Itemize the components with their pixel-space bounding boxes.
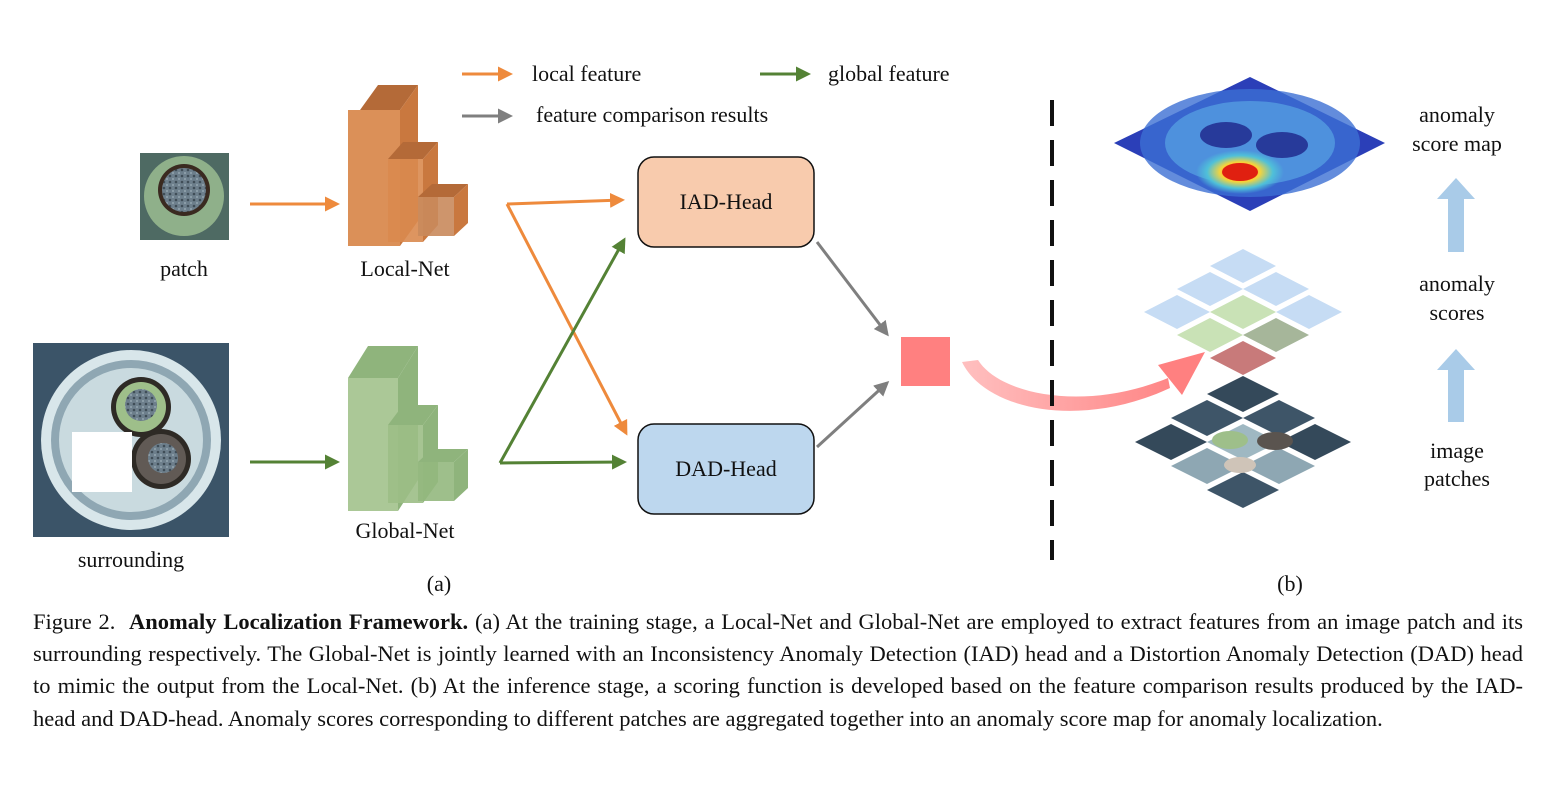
local-net-blocks [348, 85, 468, 246]
anomaly-scores-label-line1: anomaly [1419, 271, 1495, 296]
iad-to-result-arrow [815, 241, 889, 337]
caption-body: (a) At the training stage, a Local-Net a… [33, 609, 1523, 731]
figure-caption: Figure 2. Anomaly Localization Framework… [33, 606, 1523, 735]
score-cell [1243, 318, 1309, 352]
score-cell [1243, 272, 1309, 306]
result-to-scores-curve [962, 352, 1205, 411]
feature-routing-arrows [498, 192, 628, 470]
anomaly-score-map-label-line2: score map [1412, 131, 1502, 156]
iad-head-label: IAD-Head [680, 189, 773, 214]
score-cell [1144, 295, 1210, 329]
dad-head-label: DAD-Head [675, 456, 776, 481]
legend-global-label: global feature [828, 61, 950, 86]
comparison-result-square [901, 337, 950, 386]
global-net-blocks [348, 346, 468, 511]
score-cell [1210, 249, 1276, 283]
local-net-label: Local-Net [360, 256, 449, 281]
up-arrow-to-scores [1437, 349, 1475, 422]
iad-head-box [637, 156, 815, 248]
global-to-dad-arrow [499, 454, 627, 470]
local-to-iad-arrow [506, 192, 625, 208]
caption-prefix: Figure 2. [33, 609, 116, 634]
legend-local-label: local feature [532, 61, 641, 86]
patch-label: patch [160, 256, 208, 281]
up-arrow-to-map [1437, 178, 1475, 252]
score-cell [1210, 295, 1276, 329]
score-cell [1177, 318, 1243, 352]
surrounding-image [33, 343, 229, 537]
legend-comparison-label: feature comparison results [536, 102, 768, 127]
global-net-label: Global-Net [356, 518, 455, 543]
surrounding-label: surrounding [78, 547, 184, 572]
caption-title: Anomaly Localization Framework. [129, 609, 469, 634]
anomaly-score-map-label-line1: anomaly [1419, 102, 1495, 127]
global-to-iad-arrow [498, 237, 626, 464]
framework-diagram: local feature global feature feature com… [33, 61, 1502, 596]
image-patches-label-line2: patches [1424, 466, 1490, 491]
anomaly-scores-label-line2: scores [1430, 300, 1485, 325]
panel-b-label: (b) [1277, 571, 1303, 596]
image-patches-label-line1: image [1430, 438, 1484, 463]
legend: local feature global feature feature com… [462, 61, 950, 127]
score-cell [1177, 272, 1243, 306]
anomaly-score-map-image [1114, 77, 1385, 211]
score-cell [1276, 295, 1342, 329]
image-patches-grid [1135, 376, 1351, 508]
local-to-dad-arrow [505, 203, 628, 436]
panel-a-label: (a) [427, 571, 451, 596]
dad-to-result-arrow [815, 380, 890, 449]
anomaly-scores-grid [1144, 249, 1342, 375]
patch-image [140, 153, 229, 240]
score-cell [1210, 341, 1276, 375]
dad-head-box [637, 423, 815, 515]
